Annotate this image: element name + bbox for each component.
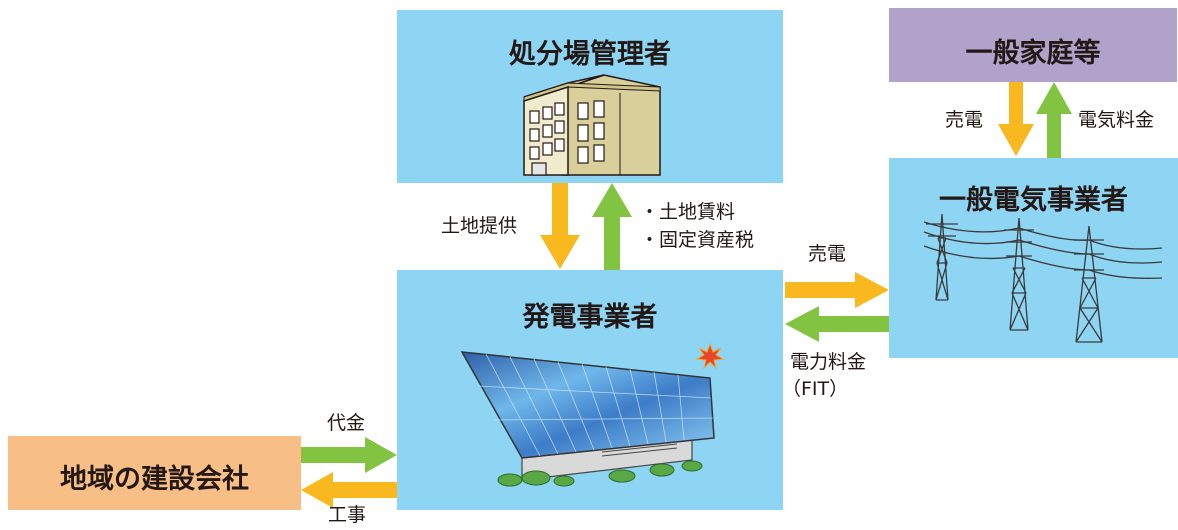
landfill-manager-box: 処分場管理者	[397, 10, 783, 183]
power-transmission-tower-icon	[923, 213, 1163, 343]
construction-company-box: 地域の建設会社	[8, 436, 301, 510]
electricity-bill-label: 電気料金	[1078, 109, 1155, 131]
sell-power-utility-arrow	[785, 272, 889, 308]
payment-label: 代金	[327, 412, 366, 434]
sell-power-households-label: 売電	[945, 109, 984, 131]
households-box: 一般家庭等	[889, 8, 1177, 82]
power-fee-note-label: （FIT）	[782, 378, 849, 400]
power-producer-box: 発電事業者	[397, 270, 783, 510]
construction-work-arrow	[301, 472, 397, 508]
land-rent-label: ・土地賃料	[640, 201, 736, 223]
payment-arrow	[301, 437, 397, 473]
sell-power-households-arrow	[998, 82, 1034, 156]
land-provision-label: 土地提供	[441, 215, 518, 237]
general-utility-title: 一般電気事業者	[939, 185, 1128, 216]
electricity-bill-arrow	[1036, 82, 1072, 158]
solar-panel-icon	[460, 342, 725, 487]
sell-power-utility-label: 売電	[808, 243, 847, 265]
land-provision-arrow	[540, 183, 580, 269]
land-rent-arrow	[592, 183, 632, 270]
construction-work-label: 工事	[328, 504, 367, 526]
power-fee-label: 電力料金	[790, 351, 867, 373]
power-producer-title: 発電事業者	[522, 302, 658, 333]
office-building-icon	[523, 74, 661, 176]
general-utility-box: 一般電気事業者	[889, 158, 1178, 358]
landfill-manager-title: 処分場管理者	[509, 39, 671, 70]
power-fee-arrow	[785, 306, 889, 342]
construction-company-title: 地域の建設会社	[60, 464, 249, 495]
households-title: 一般家庭等	[965, 38, 1101, 69]
property-tax-label: ・固定資産税	[640, 229, 755, 251]
